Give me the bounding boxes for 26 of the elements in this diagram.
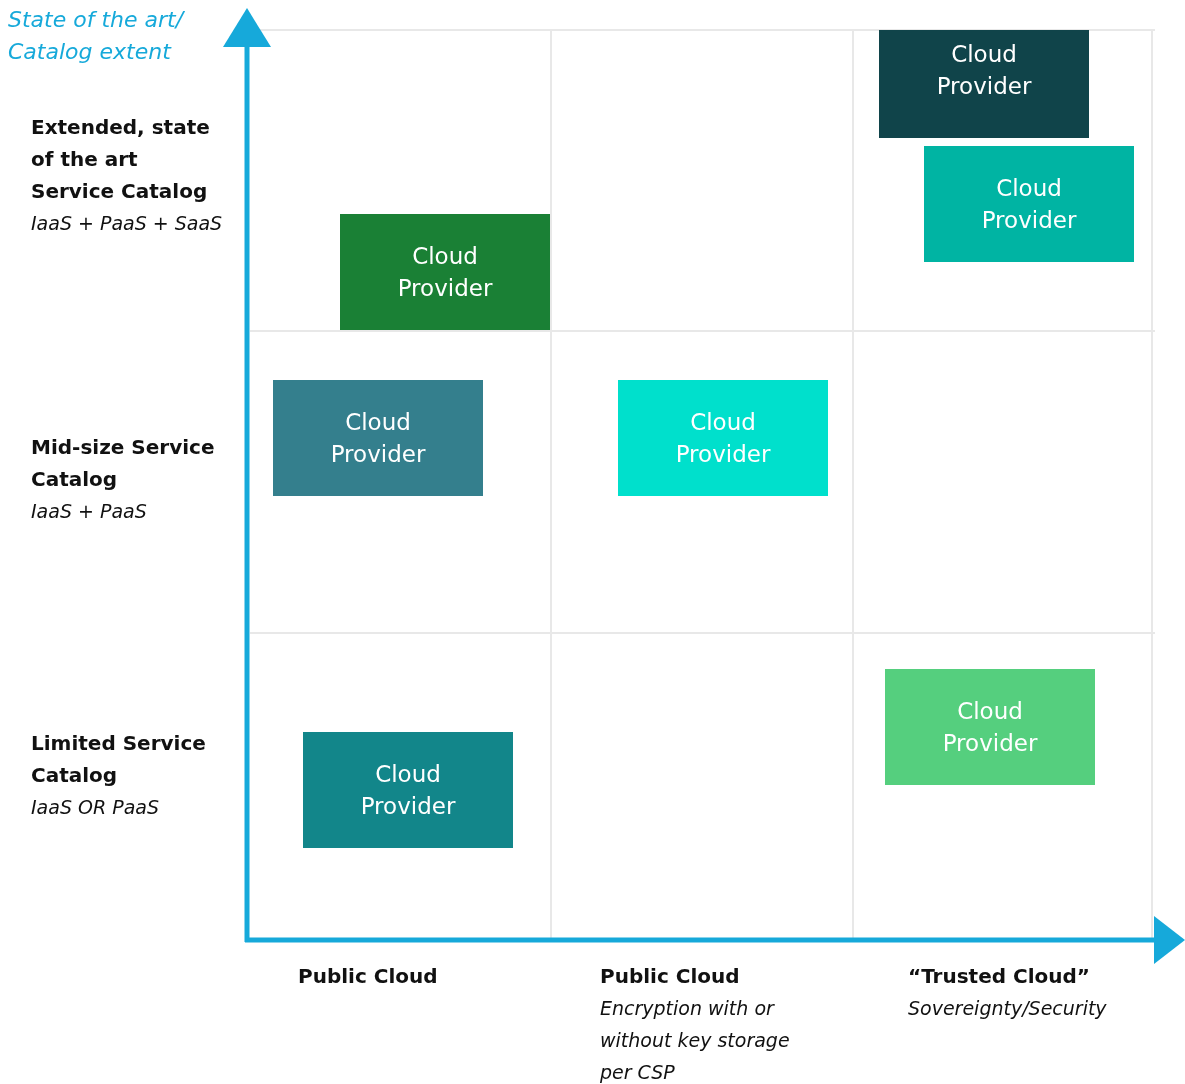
box-label: Cloud Provider: [935, 40, 1033, 101]
provider-box: [879, 30, 1089, 138]
category-note: IaaS + PaaS: [31, 499, 148, 524]
provider-box: [924, 146, 1134, 262]
axis-category-label: Public Cloud: [600, 963, 741, 990]
category-note: IaaS + PaaS + SaaS: [31, 211, 224, 236]
box-label: Cloud Provider: [674, 408, 772, 469]
axis-category-label: Extended, state of the art Service Catalog: [31, 114, 211, 205]
provider-box: [273, 380, 483, 496]
provider-box: [303, 732, 513, 848]
category-note: Sovereignty/Security: [908, 996, 1108, 1021]
box-label: Cloud Provider: [396, 242, 494, 303]
provider-box: [885, 669, 1095, 785]
provider-box: [340, 214, 550, 330]
axis-category-label: Limited Service Catalog: [31, 730, 207, 789]
provider-box: [618, 380, 828, 496]
axis-category-label: Public Cloud: [298, 963, 439, 990]
category-note: IaaS OR PaaS: [31, 795, 160, 820]
box-label: Cloud Provider: [980, 174, 1078, 235]
axis-category-label: “Trusted Cloud”: [908, 963, 1091, 990]
box-label: Cloud Provider: [329, 408, 427, 469]
box-label: Cloud Provider: [359, 760, 457, 821]
box-label: Cloud Provider: [941, 697, 1039, 758]
axis-category-label: Mid-size Service Catalog: [31, 434, 216, 493]
axis-title: State of the art/ Catalog extent: [8, 6, 186, 66]
category-note: Encryption with or without key storage per CSP: [600, 996, 791, 1084]
